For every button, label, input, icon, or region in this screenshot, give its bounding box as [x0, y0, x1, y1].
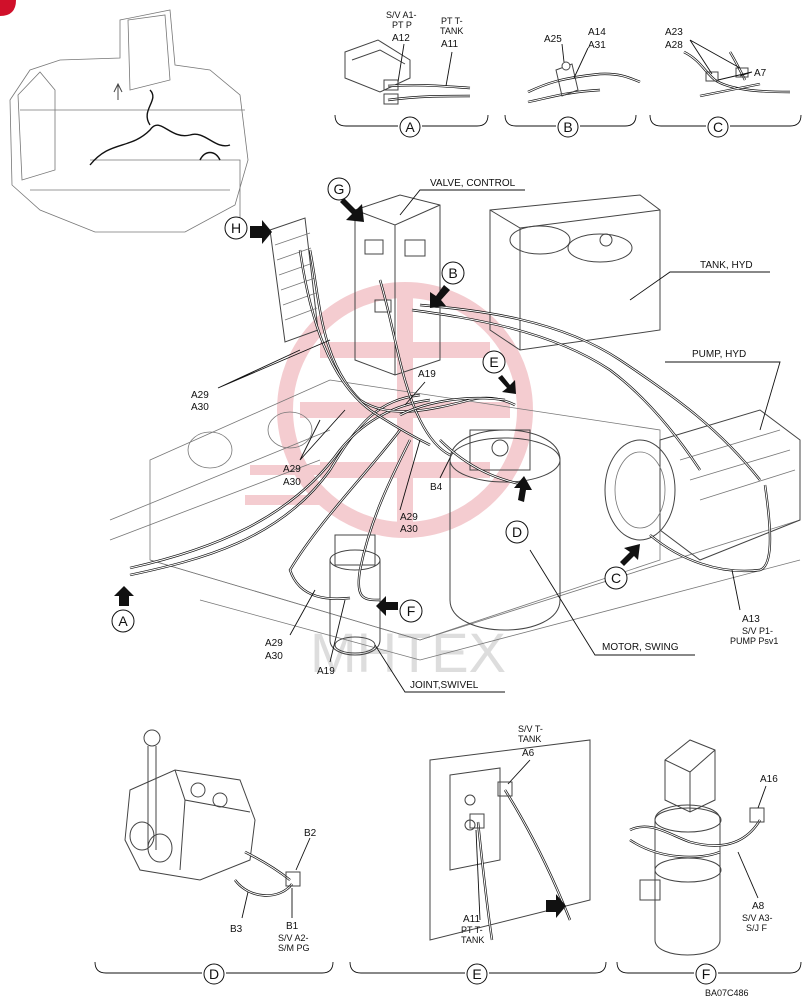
callout-c-circle: [604, 566, 628, 590]
detail-a-title: A: [405, 119, 415, 135]
detail-e-ref-a11: A11: [463, 914, 480, 925]
detail-b-ref-a14: A14: [588, 27, 606, 38]
callout-h-arrow-icon: [250, 220, 272, 244]
callout-c-arrow-icon: [620, 544, 640, 566]
ref-a29-1: A29: [191, 390, 209, 401]
detail-f-ref-a8: A8: [752, 901, 765, 912]
callout-a-letter: A: [118, 613, 128, 629]
ref-a29-2: A29: [283, 464, 301, 475]
detail-f-title: F: [702, 966, 711, 982]
detail-c: A23 A28 A7 C: [649, 27, 802, 138]
detail-d-title: D: [209, 966, 219, 982]
detail-b-ref-a31: A31: [588, 40, 606, 51]
callout-f-letter: F: [407, 603, 416, 619]
callout-c-letter: C: [611, 570, 621, 586]
callout-a-circle: [111, 609, 135, 633]
ref-a30-2: A30: [283, 477, 301, 488]
watermark-text: MHTEX: [310, 621, 506, 684]
detail-d: B2 B3 B1 S/V A2- S/M PG D: [94, 729, 334, 985]
callout-g-circle: [327, 177, 351, 201]
label-valve-control: VALVE, CONTROL: [430, 178, 516, 189]
detail-b: A25 A14 A31 B: [504, 27, 641, 138]
detail-c-ref-a7: A7: [754, 68, 767, 79]
callout-e-letter: E: [489, 354, 498, 370]
detail-a-pt-t-line1: PT T-: [441, 16, 463, 26]
label-joint-swivel: JOINT,SWIVEL: [410, 680, 479, 691]
detail-c-ref-a28: A28: [665, 40, 683, 51]
main-hoses: [129, 249, 772, 602]
ref-a19-1: A19: [418, 369, 436, 380]
callout-e-circle: [482, 350, 506, 374]
detail-e-sv-t-line2: TANK: [518, 734, 541, 744]
detail-f-a8-line2: S/J F: [746, 923, 768, 933]
label-tank-hyd: TANK, HYD: [700, 260, 753, 271]
ref-a13-line2: PUMP Psv1: [730, 636, 778, 646]
detail-a: S/V A1- PT P A12 PT T- TANK A11 A: [334, 10, 489, 138]
callout-a-arrow-icon: [114, 586, 134, 606]
main-labels: VALVE, CONTROL TANK, HYD PUMP, HYD MOTOR…: [191, 178, 781, 693]
ref-a13-line1: S/V P1-: [742, 626, 773, 636]
detail-f: A16 A8 S/V A3- S/J F F: [616, 739, 802, 985]
detail-a-pt-t-line2: TANK: [440, 26, 463, 36]
detail-d-ref-b1: B1: [286, 921, 299, 932]
detail-d-b1-line2: S/M PG: [278, 943, 310, 953]
detail-a-sv-a1-line1: S/V A1-: [386, 10, 417, 20]
callout-g-arrow-icon: [340, 198, 364, 222]
callout-h-circle: [224, 216, 248, 240]
detail-d-ref-b3: B3: [230, 924, 243, 935]
callout-e-arrow-icon: [498, 375, 516, 394]
detail-a-ref-a12: A12: [392, 33, 410, 44]
main-assembly: [109, 194, 801, 661]
callout-b-circle: [441, 261, 465, 285]
detail-e-sv-t-line1: S/V T-: [518, 724, 543, 734]
ref-b4: B4: [430, 482, 443, 493]
detail-e-pt-t-line1: PT T-: [461, 925, 483, 935]
callout-d-arrow-icon: [514, 476, 532, 502]
callout-b-letter: B: [448, 265, 457, 281]
detail-a-sv-a1-line2: PT P: [392, 20, 412, 30]
machine-overview-illustration: [9, 9, 249, 233]
detail-f-a8-line1: S/V A3-: [742, 913, 773, 923]
ref-a30-4: A30: [265, 651, 283, 662]
callout-f-arrow-icon: [376, 596, 398, 616]
ref-a29-4: A29: [265, 638, 283, 649]
callout-h-letter: H: [231, 220, 241, 236]
detail-d-b1-line1: S/V A2-: [278, 933, 309, 943]
detail-e-title: E: [472, 966, 481, 982]
detail-f-ref-a16: A16: [760, 774, 778, 785]
callout-g-letter: G: [334, 181, 345, 197]
watermark-logo: [245, 282, 533, 538]
detail-b-title: B: [563, 119, 572, 135]
ref-a30-1: A30: [191, 402, 209, 413]
corner-badge-icon: [0, 0, 16, 16]
callout-arrows: G H B E D C A F: [111, 177, 640, 633]
drawing-number: BA07C486: [705, 988, 749, 998]
detail-c-title: C: [713, 119, 723, 135]
detail-e-arrow-icon: [546, 894, 566, 918]
detail-e-pt-t-line2: TANK: [461, 935, 484, 945]
ref-a13: A13: [742, 614, 760, 625]
detail-e: S/V T- TANK A6 A11 PT T- TANK E: [349, 724, 607, 985]
callout-f-circle: [399, 599, 423, 623]
detail-b-ref-a25: A25: [544, 34, 562, 45]
detail-c-ref-a23: A23: [665, 27, 683, 38]
label-motor-swing: MOTOR, SWING: [602, 642, 679, 653]
ref-a30-3: A30: [400, 524, 418, 535]
callout-d-circle: [505, 520, 529, 544]
callout-d-letter: D: [512, 524, 522, 540]
callout-b-arrow-icon: [430, 285, 450, 308]
detail-d-ref-b2: B2: [304, 828, 317, 839]
label-pump-hyd: PUMP, HYD: [692, 349, 746, 360]
detail-a-ref-a11: A11: [441, 39, 458, 50]
detail-e-ref-a6: A6: [522, 748, 535, 759]
ref-a19-2: A19: [317, 666, 335, 677]
ref-a29-3: A29: [400, 512, 418, 523]
